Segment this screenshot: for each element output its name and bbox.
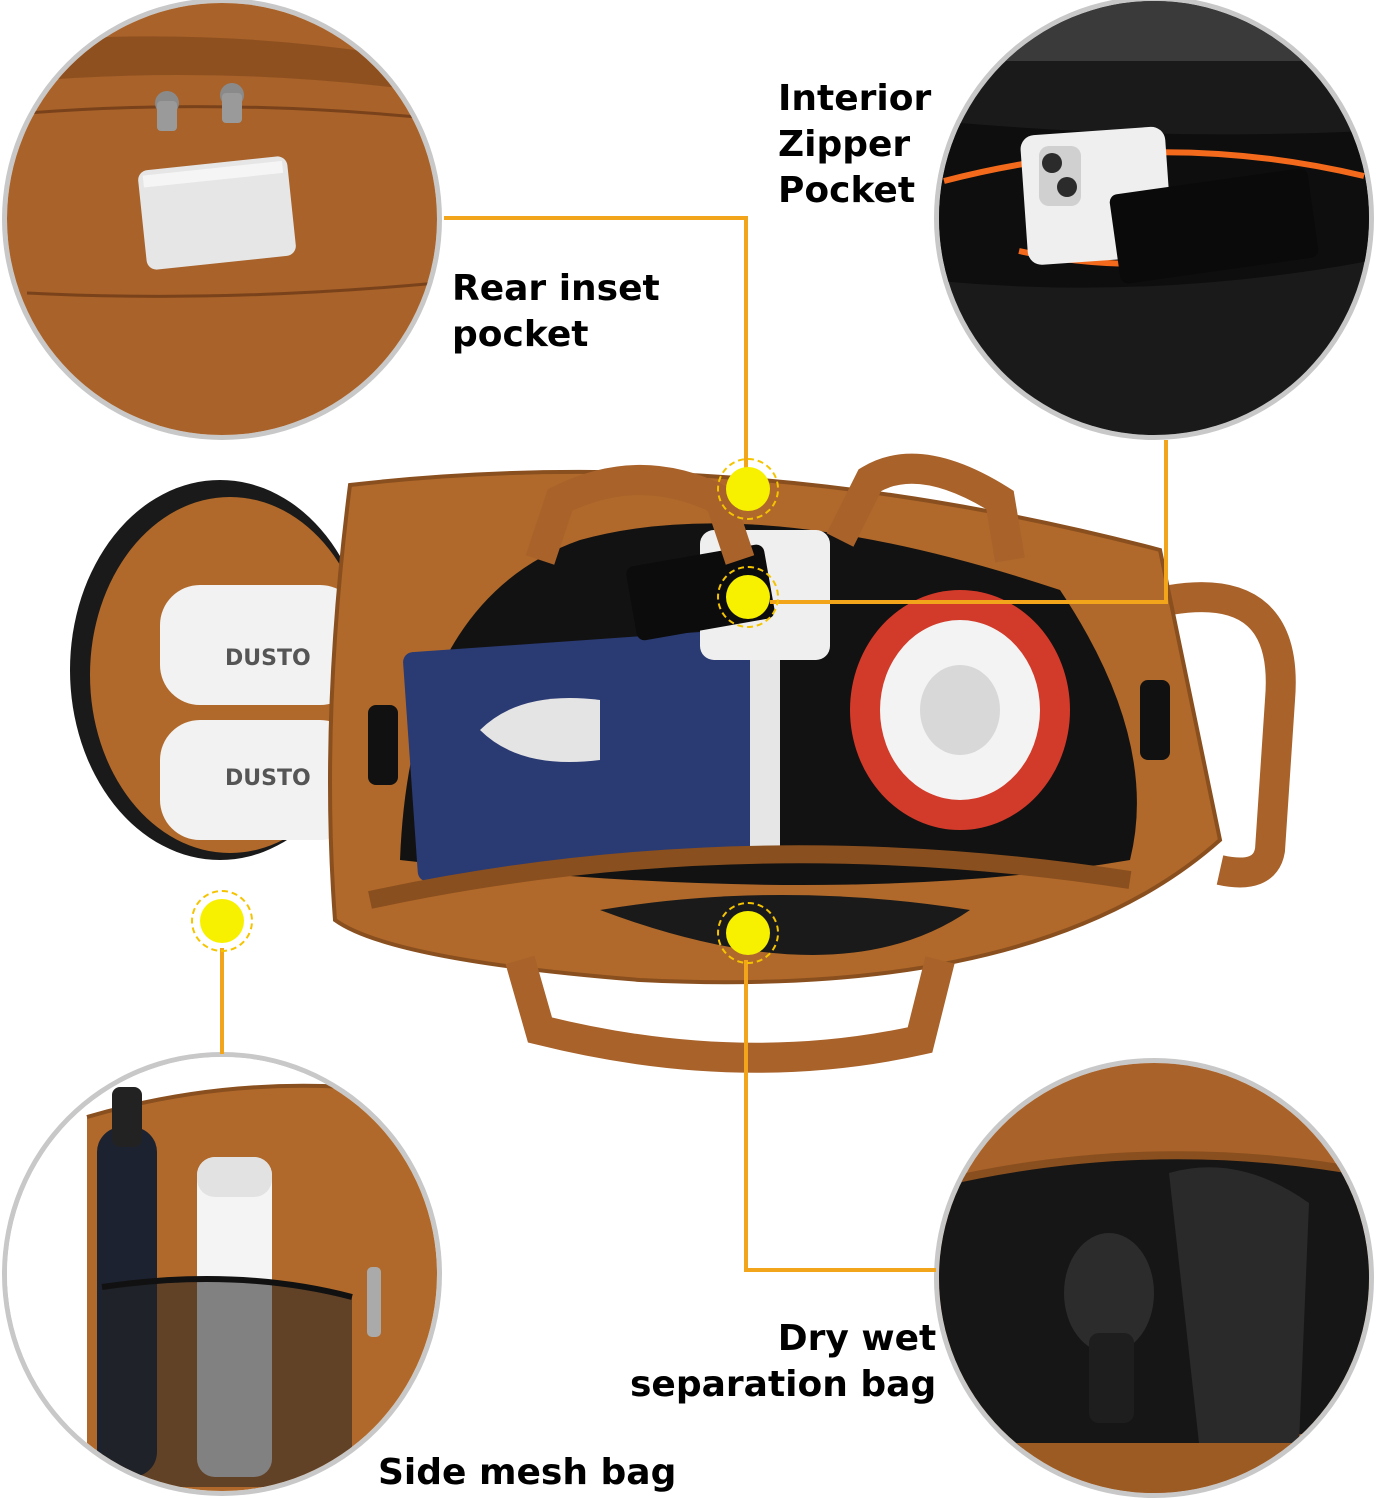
leader-zipper-pocket-v bbox=[1164, 440, 1168, 604]
marker-side-mesh bbox=[191, 890, 253, 952]
shoe-brand-top: DUSTO bbox=[225, 646, 311, 671]
marker-dry-wet bbox=[717, 902, 779, 964]
duffel-bag-photo: DUSTO DUSTO bbox=[40, 440, 1300, 1080]
dry-wet-separation-bag-photo bbox=[934, 1058, 1374, 1498]
rear-inset-pocket-label: Rear inset pocket bbox=[452, 268, 660, 355]
interior-zipper-pocket-photo bbox=[934, 0, 1374, 440]
leader-rear-pocket-h bbox=[444, 216, 748, 220]
side-mesh-bag-photo bbox=[2, 1052, 442, 1496]
leader-dry-wet-h bbox=[744, 1268, 936, 1272]
leader-rear-pocket-v bbox=[744, 216, 748, 486]
marker-zipper-pocket bbox=[717, 566, 779, 628]
side-mesh-bag-label: Side mesh bag bbox=[378, 1452, 677, 1493]
leader-dry-wet-v bbox=[744, 960, 748, 1270]
rear-inset-pocket-photo bbox=[2, 0, 442, 440]
shoe-brand-bottom: DUSTO bbox=[225, 766, 311, 791]
marker-rear-pocket bbox=[717, 458, 779, 520]
leader-side-mesh-v bbox=[220, 948, 224, 1054]
dry-wet-separation-bag-label: Dry wet separation bag bbox=[630, 1318, 937, 1405]
leader-zipper-pocket-h bbox=[770, 600, 1168, 604]
interior-zipper-pocket-label: Interior Zipper Pocket bbox=[778, 78, 932, 211]
